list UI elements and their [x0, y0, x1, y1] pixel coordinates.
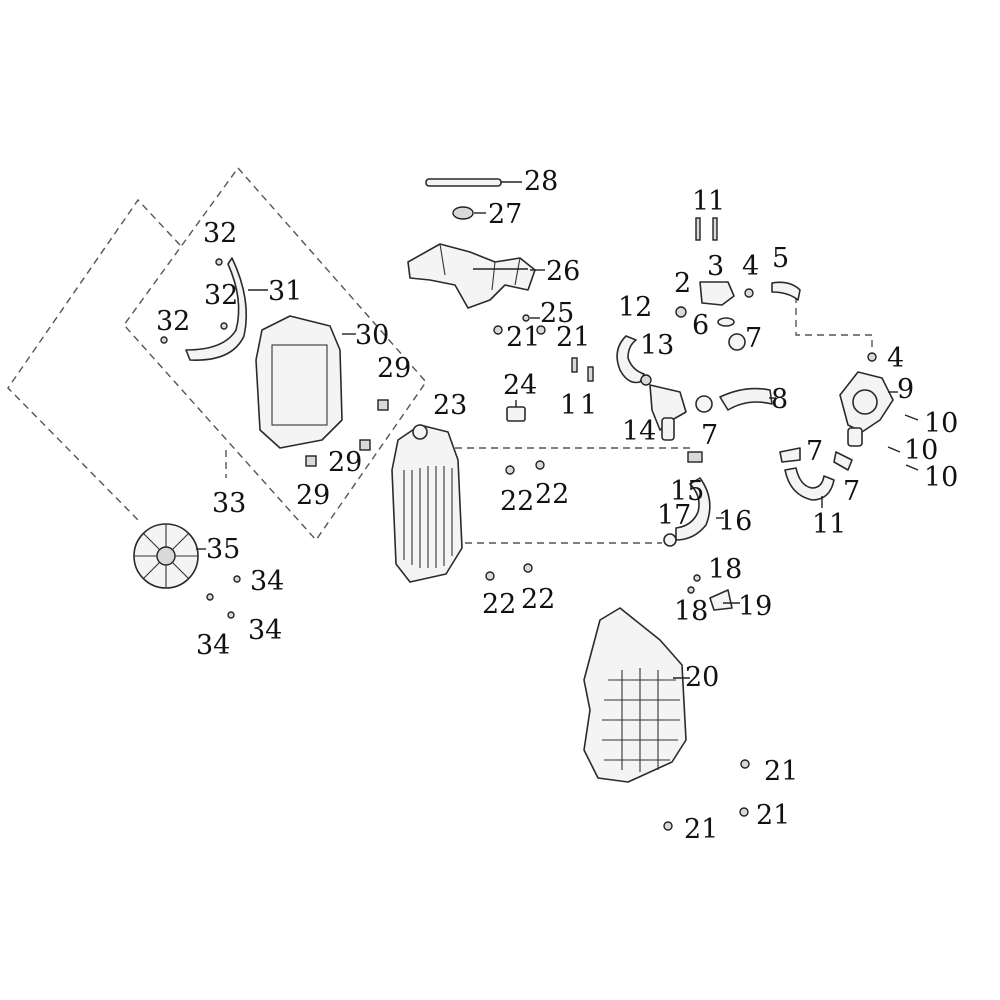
callout-21-e: 21 — [684, 814, 718, 845]
callout-29-b: 29 — [328, 447, 362, 478]
callout-22-d: 22 — [521, 584, 555, 615]
part-7-clamps — [779, 447, 853, 471]
callout-18-a: 18 — [708, 554, 742, 585]
callout-18-b: 18 — [674, 596, 708, 627]
callout-1-c: 1 — [692, 186, 709, 217]
part-24-sensor — [506, 400, 526, 422]
part-34-screws — [206, 575, 241, 619]
part-8-hose — [695, 387, 773, 413]
part-4-clip — [867, 352, 877, 362]
part-13-14-housing — [640, 374, 687, 441]
callout-7-d: 7 — [843, 476, 860, 507]
callout-1-a: 1 — [560, 390, 577, 421]
group-outline-33-fan-shroud — [7, 167, 427, 542]
callout-21-d: 21 — [756, 800, 790, 831]
part-11-hose — [784, 467, 835, 501]
callout-34-c: 34 — [196, 630, 230, 661]
part-23-radiator — [391, 424, 463, 583]
callout-31: 31 — [268, 276, 302, 307]
callout-7-b: 7 — [701, 420, 718, 451]
callout-15: 15 — [670, 476, 704, 507]
callout-1-b: 1 — [580, 390, 597, 421]
callout-34-b: 34 — [248, 615, 282, 646]
callout-13: 13 — [640, 330, 674, 361]
callout-4-b: 4 — [887, 343, 904, 374]
part-29-clips — [305, 399, 389, 467]
part-31-bracket — [185, 257, 248, 361]
callout-32-b: 32 — [204, 280, 238, 311]
callout-25: 25 — [540, 298, 574, 329]
callout-10-b: 10 — [904, 435, 938, 466]
callout-22-a: 22 — [500, 486, 534, 517]
callout-7-a: 7 — [745, 323, 762, 354]
part-5-hose — [771, 281, 801, 301]
callout-8: 8 — [771, 384, 788, 415]
part-12-hose — [616, 335, 645, 384]
callout-10-c: 10 — [924, 462, 958, 493]
callout-28: 28 — [524, 166, 558, 197]
callout-4-a: 4 — [742, 251, 759, 282]
callout-27: 27 — [488, 199, 522, 230]
callout-26: 26 — [546, 256, 580, 287]
part-27-grommet — [452, 206, 486, 220]
callout-21-c: 21 — [764, 756, 798, 787]
callout-21-b: 21 — [556, 322, 590, 353]
callout-32-c: 32 — [156, 306, 190, 337]
callout-22-b: 22 — [535, 479, 569, 510]
callout-21-a: 21 — [506, 322, 540, 353]
part-1-bolts — [571, 217, 718, 382]
callout-14: 14 — [622, 416, 656, 447]
part-9-water-pump — [839, 371, 894, 447]
callout-17: 17 — [657, 500, 691, 531]
part-35-fan — [133, 523, 199, 589]
part-25-bolt — [522, 314, 540, 322]
callout-29-a: 29 — [377, 353, 411, 384]
callout-2: 2 — [674, 268, 691, 299]
callout-3: 3 — [707, 251, 724, 282]
callout-labels: 28 27 26 25 21 21 24 1 1 1 1 2 3 4 5 6 7… — [156, 166, 958, 845]
part-2-3-thermostat — [675, 281, 754, 351]
callout-7-c: 7 — [806, 436, 823, 467]
part-20-radiator-cover — [583, 607, 687, 783]
callout-19: 19 — [738, 591, 772, 622]
part-32-screws — [160, 258, 228, 344]
callout-12: 12 — [618, 292, 652, 323]
part-21-bolts-upper — [493, 325, 546, 335]
callout-11-a: 11 — [812, 509, 846, 540]
callout-16: 16 — [718, 506, 752, 537]
callout-30: 30 — [355, 320, 389, 351]
part-10-screws — [887, 414, 919, 471]
callout-6: 6 — [692, 310, 709, 341]
callout-9: 9 — [897, 374, 914, 405]
part-28-rod — [425, 178, 522, 187]
part-21-bolts-lower — [663, 759, 750, 831]
callout-32-a: 32 — [203, 218, 237, 249]
part-30-fan-shroud — [255, 315, 343, 449]
part-22-bolts — [485, 460, 545, 581]
callout-23: 23 — [433, 390, 467, 421]
part-18-19-bracket — [687, 574, 733, 611]
part-26-bracket — [407, 243, 545, 309]
leader-lines — [196, 268, 898, 679]
callout-20: 20 — [685, 662, 719, 693]
callout-1-d: 1 — [708, 186, 725, 217]
callout-33: 33 — [212, 488, 246, 519]
callout-34-a: 34 — [250, 566, 284, 597]
part-15-16-17-hose — [663, 451, 711, 547]
dashed-connector-lines — [455, 296, 873, 544]
callout-5: 5 — [772, 243, 789, 274]
callout-29-c: 29 — [296, 480, 330, 511]
callout-24: 24 — [503, 370, 537, 401]
callout-22-c: 22 — [482, 589, 516, 620]
callout-10-a: 10 — [924, 408, 958, 439]
callout-35: 35 — [206, 534, 240, 565]
